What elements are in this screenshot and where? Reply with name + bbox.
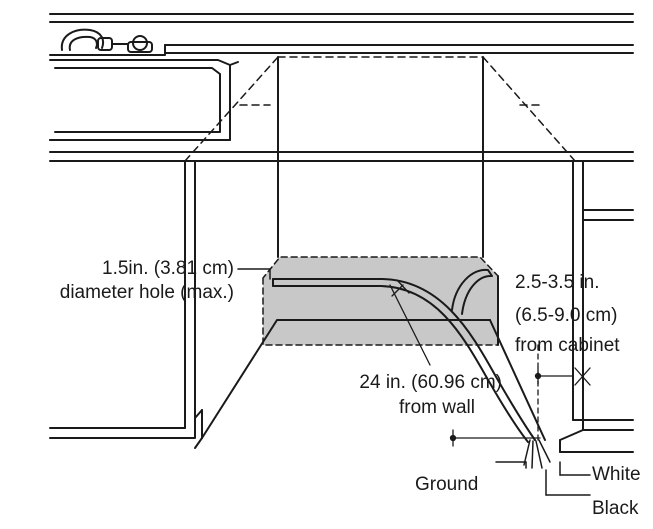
wall-distance-dimension: [389, 279, 541, 447]
faucet-icon: [60, 28, 153, 53]
cabinet-distance-dimension: [534, 344, 591, 441]
wall-distance-label-line1: 24 in. (60.96 cm): [359, 372, 502, 393]
counter-band: [49, 151, 634, 162]
cabinet-distance-label-line3: from cabinet: [515, 335, 620, 356]
hole-size-label-line2: diameter hole (max.): [59, 282, 234, 303]
wall-distance-label-line2: from wall: [398, 397, 475, 418]
perspective-guides: [184, 56, 576, 162]
leader-lines: [237, 268, 591, 496]
wire-ends: [523, 439, 551, 469]
cabinet-distance-label-line2: (6.5-9.0 cm): [515, 305, 618, 326]
hole-size-label-line1: 1.5in. (3.81 cm): [102, 258, 234, 279]
countertop-upper: [49, 13, 634, 54]
ground-wire-label: Ground: [415, 474, 479, 495]
white-wire-label: White: [592, 464, 641, 485]
left-cabinet: [49, 160, 203, 439]
floor: [194, 319, 491, 449]
power-cable: [272, 268, 536, 443]
back-wall: [277, 56, 484, 258]
cabinet-distance-label-line1: 2.5-3.5 in.: [515, 272, 600, 293]
shaded-opening: [262, 256, 499, 346]
sink: [49, 44, 239, 141]
right-cabinet: [559, 160, 634, 453]
black-wire-label: Black: [592, 498, 639, 519]
opening-right-edge: [489, 275, 546, 441]
